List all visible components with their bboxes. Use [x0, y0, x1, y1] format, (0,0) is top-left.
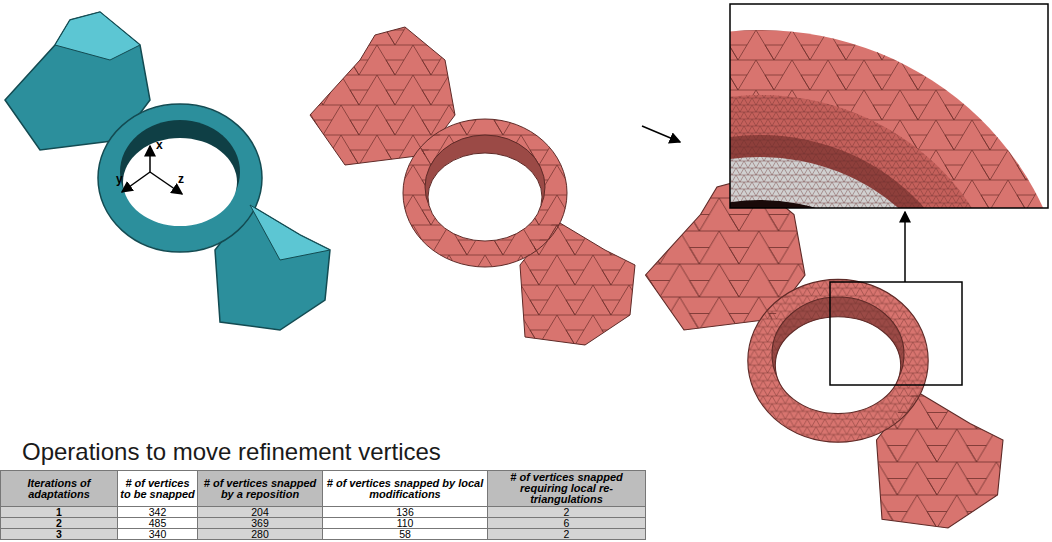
table-cell: 3 [1, 529, 118, 540]
table-cell: 6 [488, 518, 646, 529]
table-cell: 2 [488, 529, 646, 540]
table-header: # of vertices to be snapped [118, 471, 198, 507]
table-cell: 136 [323, 507, 488, 518]
table-cell: 2 [1, 518, 118, 529]
axis-label: x [156, 138, 163, 152]
table-cell: 110 [323, 518, 488, 529]
table-cell: 2 [488, 507, 646, 518]
table-cell: 58 [323, 529, 488, 540]
cad-model [5, 12, 330, 330]
data-table: Iterations of adaptations# of vertices t… [0, 470, 646, 540]
axis-label: z [178, 172, 184, 186]
coarse-mesh [310, 27, 635, 345]
table-header: # of vertices snapped by a reposition [198, 471, 323, 507]
table-header: # of vertices snapped by local modificat… [323, 471, 488, 507]
table-cell: 280 [198, 529, 323, 540]
table-cell: 204 [198, 507, 323, 518]
table-cell: 1 [1, 507, 118, 518]
table-cell: 340 [118, 529, 198, 540]
table-cell: 342 [118, 507, 198, 518]
table-cell: 369 [198, 518, 323, 529]
axis-label: y [116, 172, 123, 186]
table-header: Iterations of adaptations [1, 471, 118, 507]
refined-mesh [646, 178, 1004, 528]
table-cell: 485 [118, 518, 198, 529]
zoom-inset [730, 4, 1048, 208]
table-header: # of vertices snapped requiring local re… [488, 471, 646, 507]
section-heading: Operations to move refinement vertices [22, 438, 441, 466]
